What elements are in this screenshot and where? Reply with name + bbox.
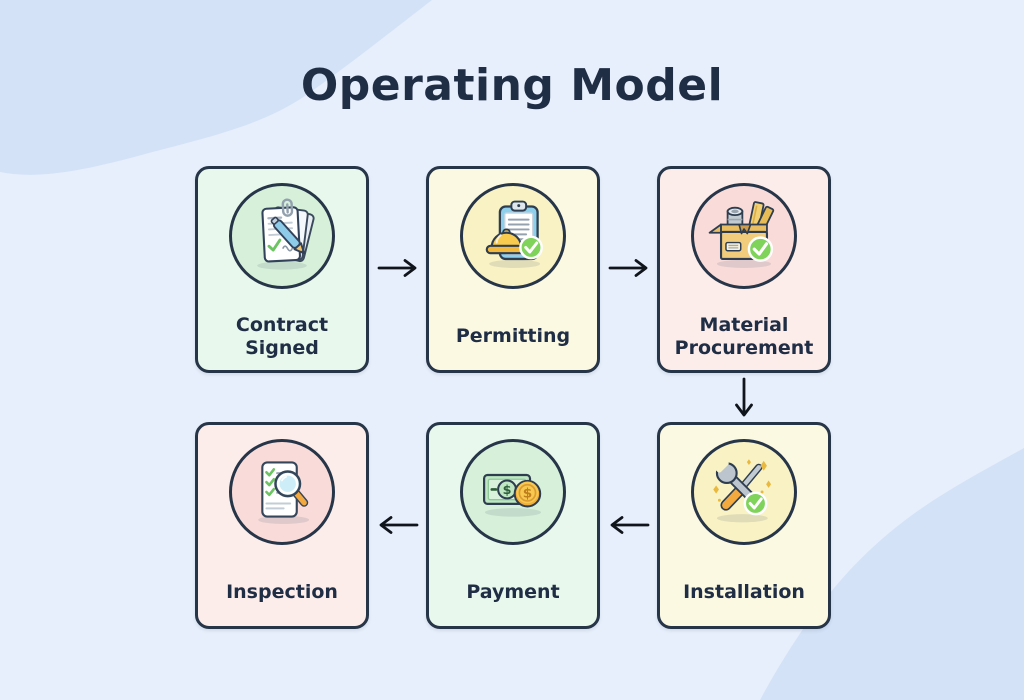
step-label: Inspection [226, 581, 338, 604]
arrow-left-icon [610, 516, 650, 534]
step-label: Installation [683, 581, 805, 604]
money-icon: $ $ [460, 439, 566, 545]
step-label: Permitting [455, 325, 571, 348]
flow-arrow-payment-to-inspection [376, 513, 420, 537]
step-card-contract-signed: Contract Signed [195, 166, 369, 373]
arrow-left-icon [379, 516, 419, 534]
svg-text:$: $ [503, 483, 512, 498]
flow-arrow-installation-to-payment [607, 513, 651, 537]
background-wave-top-left [0, 0, 432, 175]
arrow-right-icon [377, 259, 417, 277]
step-card-payment: $ $ Payment [426, 422, 600, 629]
page-title: Operating Model [300, 60, 724, 111]
step-card-installation: Installation [657, 422, 831, 629]
step-label: Contract Signed [235, 313, 329, 359]
arrow-down-icon [735, 377, 753, 417]
flow-arrow-material-to-installation [732, 376, 756, 420]
step-card-material-procurement: Material Procurement [657, 166, 831, 373]
step-card-inspection: Inspection [195, 422, 369, 629]
svg-text:$: $ [523, 486, 532, 502]
flow-arrow-permitting-to-material [607, 256, 651, 280]
background-wave-bottom-right [760, 448, 1024, 700]
step-label: Material Procurement [674, 313, 814, 359]
hardhat-clipboard-icon [460, 183, 566, 289]
signed-contract-icon [229, 183, 335, 289]
tools-icon [691, 439, 797, 545]
arrow-right-icon [608, 259, 648, 277]
flow-arrow-contract-to-permitting [376, 256, 420, 280]
materials-box-icon [691, 183, 797, 289]
step-label: Payment [466, 581, 560, 604]
step-card-permitting: Permitting [426, 166, 600, 373]
checklist-magnifier-icon [229, 439, 335, 545]
